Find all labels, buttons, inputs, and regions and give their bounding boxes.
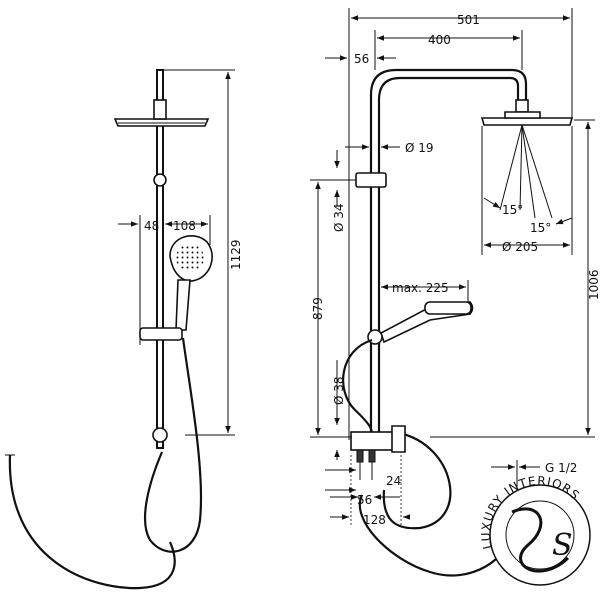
hose-upper-right bbox=[342, 338, 374, 436]
overhead-shower-front bbox=[480, 117, 574, 126]
dim-inlet: 24 bbox=[386, 474, 401, 488]
dim-thread: G 1/2 bbox=[545, 461, 577, 475]
luxury-interiors-logo: LUXURY INTERIORS S bbox=[479, 474, 591, 586]
dim-arm: 400 bbox=[428, 33, 451, 47]
holder-knob-right bbox=[367, 329, 383, 345]
hand-shower-handle-left bbox=[175, 279, 191, 331]
dim-total-width: 501 bbox=[457, 13, 480, 27]
left-side-view: 1129 48 108 bbox=[5, 69, 243, 590]
dim-wall-offset: 56 bbox=[354, 52, 369, 66]
logo-swash bbox=[511, 507, 570, 573]
dim-mixer-width: 128 bbox=[363, 513, 386, 527]
dim-handshower-left: 108 bbox=[173, 219, 196, 233]
dim-total-height: 1006 bbox=[587, 269, 600, 300]
dim-offset-left: 48 bbox=[144, 219, 159, 233]
dim-height-left: 1129 bbox=[229, 239, 243, 270]
dim-mixer-height: 879 bbox=[311, 297, 325, 320]
dim-inlet-spacing: 56 bbox=[357, 493, 372, 507]
spray-face-left bbox=[176, 244, 204, 272]
riser-inner bbox=[377, 76, 520, 440]
slider-knob-left bbox=[153, 173, 167, 187]
hose-loop-left bbox=[8, 454, 176, 590]
head-joint-right bbox=[515, 99, 529, 113]
slider-bracket-right bbox=[355, 172, 387, 188]
dim-handshower-reach: max. 225 bbox=[392, 281, 449, 295]
hand-shower-holder-left bbox=[139, 327, 183, 341]
dim-bracket-diameter: Ø 34 bbox=[332, 203, 346, 232]
hose-loop-right bbox=[382, 431, 452, 530]
lower-joint-left bbox=[152, 427, 168, 443]
shower-head-joint bbox=[153, 99, 167, 120]
dim-angle-left: 15° bbox=[502, 203, 523, 217]
riser-pipe-left bbox=[156, 69, 164, 449]
dim-pipe-diameter: Ø 19 bbox=[405, 141, 434, 155]
dim-lower-diameter: Ø 38 bbox=[332, 376, 346, 405]
dim-angle-right: 15° bbox=[530, 221, 551, 235]
riser-outer bbox=[369, 68, 528, 440]
right-front-view: 15° 15° Ø 205 501 400 bbox=[310, 8, 600, 577]
logo-monogram: S bbox=[552, 528, 573, 563]
hose-left bbox=[143, 337, 203, 553]
dim-head-diameter: Ø 205 bbox=[502, 240, 538, 254]
